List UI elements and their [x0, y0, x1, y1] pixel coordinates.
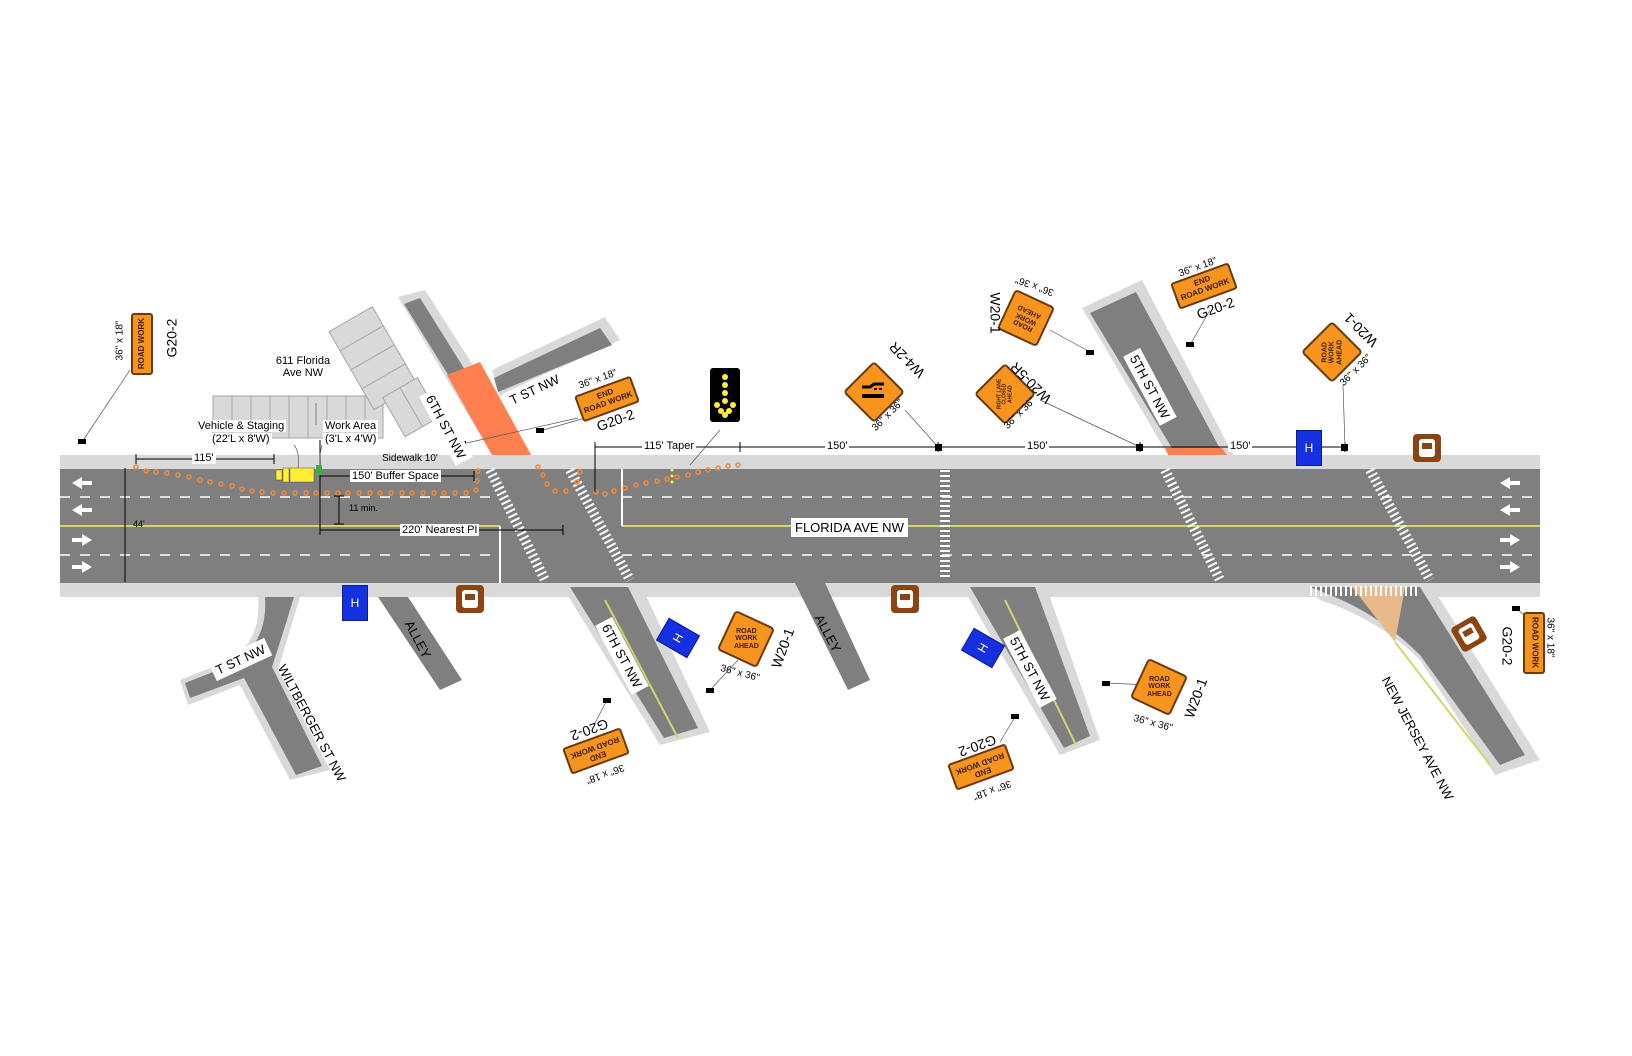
arrow-board-dots-small — [670, 468, 674, 484]
north-sidewalk — [60, 455, 1540, 469]
g20-2-east-size: 36" x 18" — [1544, 617, 1556, 658]
spacing-1: 150' — [825, 440, 850, 453]
spacing-3: 150' — [1228, 440, 1253, 453]
vehicle-staging-dim: (22'L x 8'W) — [210, 433, 272, 446]
dimension-lines — [124, 440, 1346, 582]
w20-1-5th-north-code: W20-1 — [987, 292, 1004, 334]
work-area-label: Work Area — [323, 420, 379, 433]
t-st-north — [492, 317, 620, 396]
sidewalk-label: Sidewalk 10' — [382, 453, 438, 464]
arrow-board — [710, 368, 740, 422]
w4-2r-sign — [842, 360, 906, 424]
g20-2-west-size: 36" x 18" — [114, 320, 126, 361]
leader-lines — [81, 309, 1531, 743]
bus-stop-icon — [891, 585, 919, 613]
g20-2-west-code: G20-2 — [163, 318, 180, 358]
vehicle-staging-label: Vehicle & Staging — [196, 420, 287, 433]
sixth-st-north — [398, 290, 535, 462]
alley-west — [378, 597, 462, 690]
work-area — [316, 465, 322, 475]
channelizing-cones — [133, 462, 741, 497]
dim-115: 115' — [192, 452, 216, 465]
g20-2-west-sign: ROAD WORK — [131, 313, 153, 375]
new-jersey-ave — [1300, 583, 1540, 775]
crosswalks — [485, 467, 1435, 596]
nearest-pi-label: 220' Nearest PI — [400, 524, 480, 537]
lane-arrows — [72, 477, 1520, 573]
g20-2-east-sign: ROAD WORK — [1523, 612, 1545, 674]
taper-label: 115' Taper — [642, 440, 697, 453]
t-st-south-wiltberger — [180, 597, 330, 780]
buffer-space-label: 150' Buffer Space — [350, 470, 441, 483]
florida-ave-label: FLORIDA AVE NW — [791, 518, 908, 537]
bus-stop-icon — [456, 585, 484, 613]
width-44-label: 44' — [133, 519, 145, 529]
work-vehicle — [275, 467, 315, 483]
bus-stop-icon — [1413, 434, 1441, 462]
min-11-label: 11 min. — [349, 503, 378, 513]
hydrant-icon: H — [1296, 430, 1322, 466]
spacing-2: 150' — [1025, 440, 1050, 453]
work-area-dim: (3'L x 4'W) — [323, 433, 379, 446]
g20-2-east-code: G20-2 — [1499, 626, 1516, 666]
address-label: 611 Florida Ave NW — [275, 355, 331, 380]
alley-east — [795, 583, 870, 690]
hydrant-icon: H — [342, 585, 368, 621]
